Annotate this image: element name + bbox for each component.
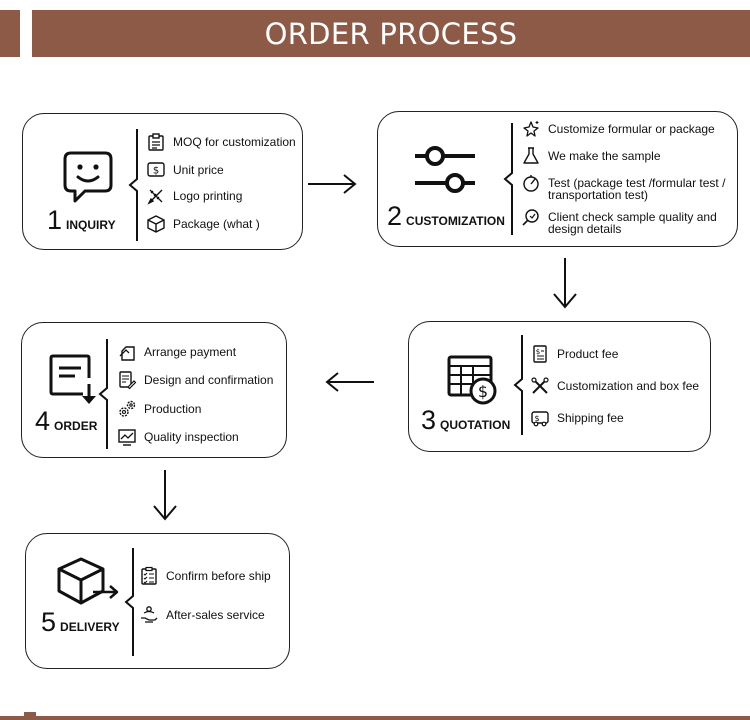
step-number: 4 xyxy=(35,406,51,436)
list-item: $ Product fee xyxy=(531,345,618,363)
list-item: Customize formular or package xyxy=(522,120,715,138)
brace-divider xyxy=(512,335,526,435)
step-heading: 4 ORDER xyxy=(35,406,97,437)
list-item: Arrange payment xyxy=(118,343,236,361)
delivery-truck-icon: $ xyxy=(531,409,549,427)
item-text: Package (what ) xyxy=(173,217,260,231)
step-card-order: 4 ORDER Arrange payment Design and confi… xyxy=(21,322,287,458)
step-label: INQUIRY xyxy=(66,218,116,232)
step-label: QUOTATION xyxy=(440,418,511,432)
checklist-icon xyxy=(140,566,158,585)
item-text: We make the sample xyxy=(548,149,661,163)
list-item: We make the sample xyxy=(522,147,661,165)
magnifier-icon xyxy=(522,208,540,226)
step-number: 1 xyxy=(47,205,63,235)
arrow-down xyxy=(152,470,178,522)
sparkle-star-icon xyxy=(522,120,540,138)
step-label: CUSTOMIZATION xyxy=(406,214,505,228)
brace-divider xyxy=(127,129,141,241)
arrow-left xyxy=(325,372,375,392)
svg-text:$: $ xyxy=(153,166,159,177)
step-label: DELIVERY xyxy=(60,620,120,634)
step-heading: 2 CUSTOMIZATION xyxy=(387,201,505,232)
brace-divider xyxy=(97,339,111,449)
list-item: Design and confirmation xyxy=(118,371,274,390)
test-dial-icon xyxy=(522,174,540,192)
item-text: Quality inspection xyxy=(144,430,239,444)
page-title: ORDER PROCESS xyxy=(264,16,518,51)
header-banner: ORDER PROCESS xyxy=(32,10,750,57)
item-text: Customization and box fee xyxy=(557,379,700,393)
svg-text:$: $ xyxy=(536,348,540,356)
price-tag-icon: $ xyxy=(147,161,165,179)
step-card-customization: 2 CUSTOMIZATION Customize formular or pa… xyxy=(377,111,738,247)
list-item: Test (package test /formular test / tran… xyxy=(522,174,738,201)
item-text: Shipping fee xyxy=(557,411,624,425)
svg-text:$: $ xyxy=(478,382,488,401)
item-text: Confirm before ship xyxy=(166,569,271,583)
step-label: ORDER xyxy=(54,419,98,433)
item-text: After-sales service xyxy=(166,608,265,622)
chat-face-icon xyxy=(63,151,113,203)
step-heading: 5 DELIVERY xyxy=(41,607,120,638)
item-text: Customize formular or package xyxy=(548,122,715,136)
document-download-icon xyxy=(49,354,101,406)
step-number: 5 xyxy=(41,607,57,637)
item-text: Arrange payment xyxy=(144,345,237,359)
list-item: Customization and box fee xyxy=(531,377,699,395)
step-card-inquiry: 1 INQUIRY MOQ for customization $ Unit p… xyxy=(22,113,303,250)
payment-icon xyxy=(118,343,136,361)
sliders-icon xyxy=(415,145,475,195)
list-item: Quality inspection xyxy=(118,428,239,446)
item-text: Production xyxy=(144,402,202,416)
arrow-down xyxy=(552,258,578,310)
list-item: $ Unit price xyxy=(147,161,224,179)
spreadsheet-dollar-icon: $ xyxy=(447,355,499,405)
invoice-icon: $ xyxy=(531,345,549,363)
list-item: Confirm before ship xyxy=(140,566,271,585)
brace-divider xyxy=(123,548,137,656)
tools-icon xyxy=(531,377,549,395)
list-item: Logo printing xyxy=(147,187,242,205)
gears-icon xyxy=(118,400,136,418)
arrow-right xyxy=(308,174,358,194)
footer-line xyxy=(0,716,750,720)
list-item: Client check sample quality and design d… xyxy=(522,208,733,235)
flask-icon xyxy=(522,147,540,165)
item-text: Test (package test /formular test / tran… xyxy=(548,176,726,202)
step-number: 3 xyxy=(421,405,437,435)
step-card-delivery: 5 DELIVERY Confirm before ship After-sal… xyxy=(25,533,290,669)
pencil-ruler-icon xyxy=(147,187,165,205)
brace-divider xyxy=(502,123,516,235)
box-arrow-icon xyxy=(57,557,119,609)
list-item: Production xyxy=(118,400,201,418)
monitor-chart-icon xyxy=(118,428,136,446)
list-item: Package (what ) xyxy=(147,215,260,233)
clipboard-icon xyxy=(147,133,165,151)
footer-accent xyxy=(24,712,36,720)
step-number: 2 xyxy=(387,201,403,231)
list-item: After-sales service xyxy=(140,606,265,624)
step-heading: 1 INQUIRY xyxy=(47,205,116,236)
item-text: Logo printing xyxy=(173,189,243,203)
list-item: $ Shipping fee xyxy=(531,409,624,427)
step-heading: 3 QUOTATION xyxy=(421,405,510,436)
box-icon xyxy=(147,215,165,233)
item-text: Design and confirmation xyxy=(144,373,274,387)
item-text: Unit price xyxy=(173,163,224,177)
list-item: MOQ for customization xyxy=(147,133,296,151)
item-text: Product fee xyxy=(557,347,619,361)
step-card-quotation: $ 3 QUOTATION $ Product fee Customizatio… xyxy=(408,321,711,452)
header-accent xyxy=(0,10,20,57)
hand-service-icon xyxy=(140,606,158,624)
item-text: MOQ for customization xyxy=(173,135,296,149)
edit-doc-icon xyxy=(118,371,137,390)
svg-text:$: $ xyxy=(534,414,539,423)
item-text: Client check sample quality and design d… xyxy=(548,210,717,236)
